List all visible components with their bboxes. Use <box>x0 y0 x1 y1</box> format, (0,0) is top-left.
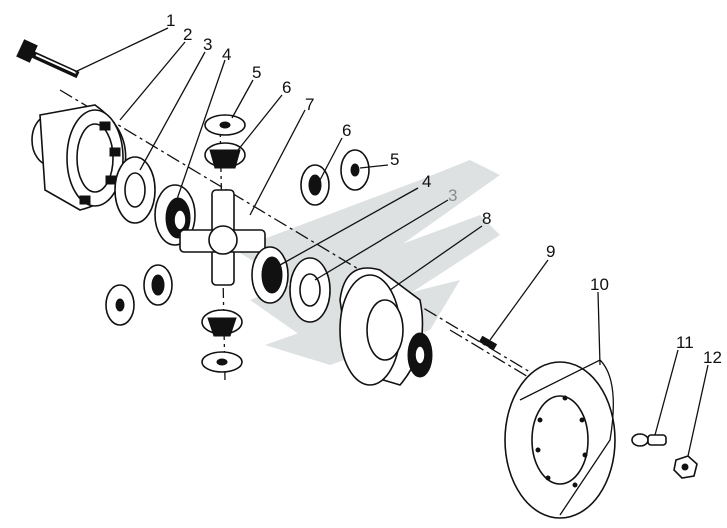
side-gear-part-4-right <box>251 246 289 304</box>
callout-4: 4 <box>222 45 231 64</box>
callout-6: 6 <box>282 78 291 97</box>
bolt-part-1 <box>16 39 80 79</box>
callout-3-right: 3 <box>448 186 457 205</box>
callout-4-right: 4 <box>422 172 431 191</box>
callout-10: 10 <box>590 275 609 294</box>
callout-12: 12 <box>703 348 722 367</box>
callout-5-right: 5 <box>390 150 399 169</box>
callout-11: 11 <box>676 333 694 352</box>
case-half-part-2 <box>31 104 127 211</box>
callout-8: 8 <box>482 209 491 228</box>
thrust-washer-part-3-right <box>289 257 331 323</box>
nut-part-12 <box>673 455 698 479</box>
callout-7: 7 <box>305 95 314 114</box>
callout-5: 5 <box>252 63 261 82</box>
case-half-part-8 <box>339 267 433 386</box>
callout-6-right: 6 <box>342 121 351 140</box>
pin-part-9 <box>478 335 498 351</box>
callout-2: 2 <box>183 25 192 44</box>
callout-3: 3 <box>203 35 212 54</box>
callout-9: 9 <box>546 242 555 261</box>
pinion-washer-part-5-right <box>340 149 370 191</box>
callout-labels: 1 2 3 4 5 6 7 6 5 4 3 8 9 10 11 12 <box>166 11 722 367</box>
washer-part-11 <box>631 433 667 447</box>
pinion-washer-lower-left <box>105 264 173 326</box>
pinion-washer-part-5-top <box>204 114 246 136</box>
side-gear-part-4 <box>154 184 196 246</box>
leader-lines <box>74 27 709 457</box>
thrust-washer-part-3 <box>114 156 156 224</box>
pinion-lower-bottom <box>201 309 243 373</box>
callout-1: 1 <box>166 11 175 30</box>
ring-gear-part-10 <box>504 359 616 519</box>
pinion-gear-part-6-top <box>204 142 246 169</box>
spider-cross-part-7 <box>179 189 266 286</box>
